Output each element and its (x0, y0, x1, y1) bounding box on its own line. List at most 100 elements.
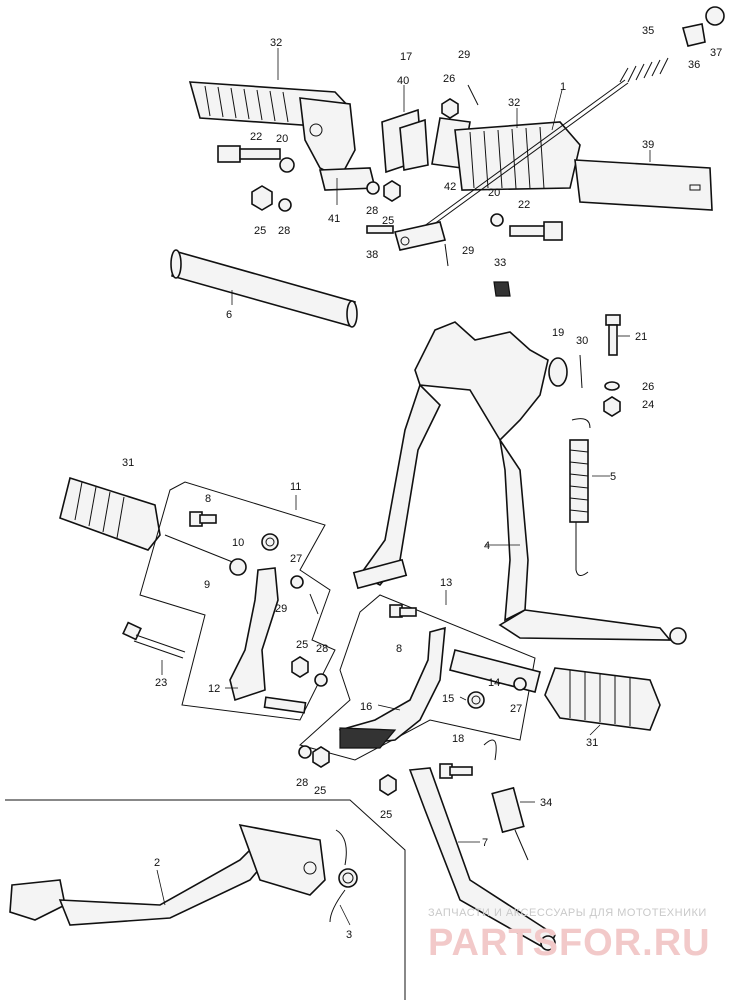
spring-35 (619, 57, 669, 83)
label-20: 20 (276, 133, 288, 145)
nut-25-center (383, 180, 401, 202)
nut-37 (705, 6, 725, 26)
label-27: 27 (290, 553, 302, 565)
side-stand-7 (408, 767, 557, 952)
spring-15 (467, 691, 485, 709)
label-25: 25 (254, 225, 266, 237)
washer-28-left-group (314, 673, 328, 687)
label-19: 19 (552, 327, 564, 339)
label-27: 27 (510, 703, 522, 715)
bracket-12 (229, 567, 307, 714)
joint-36 (682, 23, 706, 47)
leader-lines (156, 48, 651, 926)
group-outline-11 (139, 481, 336, 721)
washer-28-bottom (298, 745, 312, 759)
collar-19 (548, 357, 568, 387)
brake-rod-1 (404, 79, 629, 244)
label-39: 39 (642, 139, 654, 151)
label-35: 35 (642, 25, 654, 37)
spring-3 (329, 829, 358, 923)
bolt-33 (493, 281, 511, 297)
label-41: 41 (328, 213, 340, 225)
left-pillion-rubber-31 (59, 476, 161, 551)
label-34: 34 (540, 797, 552, 809)
label-13: 13 (440, 577, 452, 589)
label-22: 22 (250, 131, 262, 143)
label-38: 38 (366, 249, 378, 261)
bolt-22-left (217, 145, 281, 163)
label-28: 28 (316, 643, 328, 655)
label-10: 10 (232, 537, 244, 549)
pin-8-left (189, 511, 217, 527)
nut-25-side (379, 774, 397, 796)
label-37: 37 (710, 47, 722, 59)
washer-26-right (604, 381, 620, 391)
pin-30 (579, 354, 583, 389)
watermark-tagline: ЗАПЧАСТИ И АКСЕССУАРЫ ДЛЯ МОТОТЕХНИКИ (428, 907, 707, 919)
label-32: 32 (270, 37, 282, 49)
label-22: 22 (518, 199, 530, 211)
label-11: 11 (290, 481, 301, 493)
bracket-16 (338, 626, 446, 749)
bolt-21 (605, 314, 621, 356)
spring-34 (483, 739, 529, 861)
pin-29-bottom (444, 243, 449, 267)
bolt-23 (122, 621, 186, 659)
label-31: 31 (122, 457, 134, 469)
pin-29-top (467, 84, 479, 106)
watermark: ЗАПЧАСТИ И АКСЕССУАРЫ ДЛЯ МОТОТЕХНИКИ PA… (428, 907, 711, 964)
washer-28-center (366, 181, 380, 195)
part-labels: 32 17 40 29 26 32 1 35 36 37 39 22 20 25… (122, 25, 722, 941)
label-32: 32 (508, 97, 520, 109)
label-4: 4 (484, 540, 490, 552)
right-pillion-rubber-31 (544, 667, 661, 731)
spring-5 (569, 418, 591, 576)
label-18: 18 (452, 733, 464, 745)
nut-25-bottom (312, 746, 330, 768)
washer-28-left (278, 198, 292, 212)
label-7: 7 (482, 837, 488, 849)
label-28: 28 (296, 777, 308, 789)
label-8: 8 (396, 643, 402, 655)
nut-26-top (441, 98, 459, 119)
label-21: 21 (635, 331, 647, 343)
label-16: 16 (360, 701, 372, 713)
left-footrest-bracket (299, 97, 377, 191)
bolt-22-right (509, 221, 563, 241)
label-2: 2 (154, 857, 160, 869)
label-28: 28 (278, 225, 290, 237)
label-12: 12 (208, 683, 220, 695)
label-30: 30 (576, 335, 588, 347)
washer-27-right (513, 677, 527, 691)
label-26: 26 (443, 73, 455, 85)
label-17: 17 (400, 51, 412, 63)
label-24: 24 (642, 399, 654, 411)
pin-8-right (389, 604, 417, 618)
label-23: 23 (155, 677, 167, 689)
section-divider (5, 799, 406, 1000)
rod-9 (164, 534, 247, 576)
spring-10 (261, 533, 279, 551)
nut-25-left-group (291, 656, 309, 678)
label-28: 28 (366, 205, 378, 217)
pin-29-left (309, 593, 319, 615)
label-25: 25 (314, 785, 326, 797)
label-29: 29 (462, 245, 474, 257)
washer-27-left (290, 575, 304, 589)
label-36: 36 (688, 59, 700, 71)
label-14: 14 (488, 677, 500, 689)
label-5: 5 (610, 471, 616, 483)
label-42: 42 (444, 181, 456, 193)
label-3: 3 (346, 929, 352, 941)
main-stand-4 (352, 321, 687, 645)
label-26: 26 (642, 381, 654, 393)
label-15: 15 (442, 693, 454, 705)
center-bracket-17 (381, 108, 429, 174)
label-25: 25 (382, 215, 394, 227)
label-25: 25 (380, 809, 392, 821)
label-33: 33 (494, 257, 506, 269)
label-6: 6 (226, 309, 232, 321)
watermark-brand: PARTSFOR.RU (428, 922, 711, 964)
